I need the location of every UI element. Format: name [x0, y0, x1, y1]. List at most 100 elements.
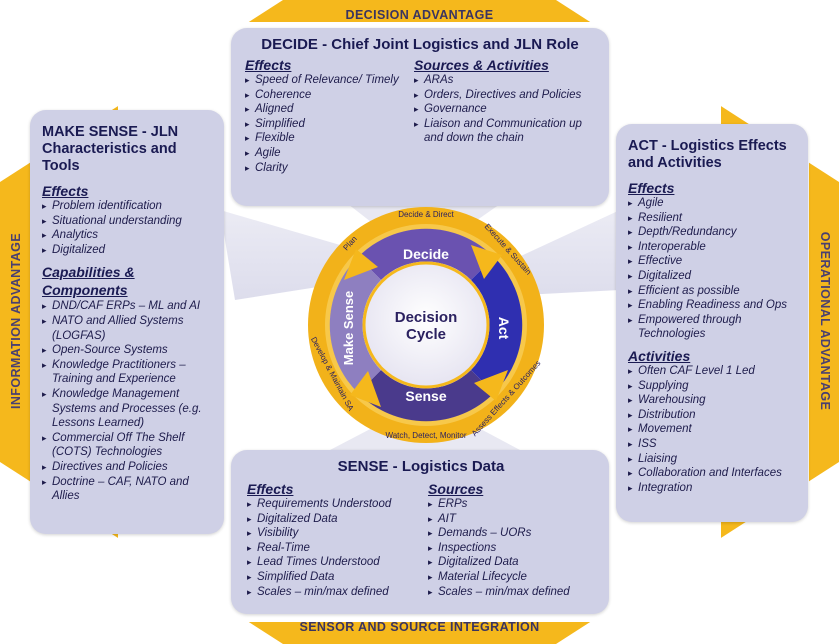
act-box: ACT - Logistics Effects and Activities E… — [616, 124, 808, 522]
list-item: Problem identification — [42, 199, 212, 214]
ring-label-watch: Watch, Detect, Monitor — [385, 431, 466, 440]
act-activities-heading: Activities — [628, 347, 691, 364]
list-item: AIT — [428, 512, 595, 527]
sense-sources-list: ERPs AIT Demands – UORs Inspections Digi… — [428, 497, 595, 599]
make-sense-title: MAKE SENSE - JLN Characteristics and Too… — [42, 124, 179, 174]
list-item: Often CAF Level 1 Led — [628, 364, 796, 379]
list-item: Warehousing — [628, 393, 796, 408]
list-item: Agile — [245, 146, 400, 161]
arrow-head-icon — [350, 371, 381, 407]
list-item: Movement — [628, 422, 796, 437]
banner-left: INFORMATION ADVANTAGE — [9, 233, 23, 409]
list-item: Simplified — [245, 117, 400, 132]
segment-sense-shape — [358, 370, 494, 422]
list-item: Clarity — [245, 161, 400, 176]
list-item: Inspections — [428, 541, 595, 556]
decide-effects-column: Effects Speed of Relevance/ Timely Coher… — [245, 57, 400, 175]
make-sense-effects-heading: Effects — [42, 183, 89, 199]
list-item: Digitalized Data — [247, 512, 412, 527]
decide-effects-list: Speed of Relevance/ Timely Coherence Ali… — [245, 73, 400, 175]
list-item: Effective — [628, 254, 796, 269]
sense-effects-heading: Effects — [247, 481, 294, 497]
list-item: Digitalized — [42, 243, 212, 258]
list-item: Orders, Directives and Policies — [414, 88, 594, 103]
list-item: Integration — [628, 481, 796, 496]
list-item: Interoperable — [628, 240, 796, 255]
decide-sources-list: ARAs Orders, Directives and Policies Gov… — [414, 73, 594, 146]
list-item: Scales – min/max defined — [428, 585, 595, 600]
list-item: Enabling Readiness and Ops — [628, 298, 796, 313]
sense-effects-list: Requirements Understood Digitalized Data… — [247, 497, 412, 599]
center-label-line1: Decision — [395, 309, 458, 326]
act-activities-list: Often CAF Level 1 Led Supplying Warehous… — [628, 364, 796, 495]
arrow-head-icon — [344, 249, 378, 280]
sense-title: SENSE - Logistics Data — [337, 458, 505, 475]
segment-sense-label: Sense — [405, 388, 446, 404]
list-item: Scales – min/max defined — [247, 585, 412, 600]
sense-box: SENSE - Logistics Data Effects Requireme… — [231, 450, 609, 614]
act-effects-list: Agile Resilient Depth/Redundancy Interop… — [628, 196, 796, 342]
list-item: Simplified Data — [247, 570, 412, 585]
list-item: Knowledge Management Systems and Process… — [42, 387, 212, 431]
decide-sources-column: Sources & Activities ARAs Orders, Direct… — [414, 57, 594, 175]
list-item: Real-Time — [247, 541, 412, 556]
make-sense-box: MAKE SENSE - JLN Characteristics and Too… — [30, 110, 224, 534]
list-item: Requirements Understood — [247, 497, 412, 512]
segment-act-shape — [471, 257, 523, 393]
segment-decide-label: Decide — [403, 246, 449, 262]
arrow-head-icon — [474, 370, 508, 401]
list-item: Governance — [414, 102, 594, 117]
list-item: Liaison and Communication up and down th… — [414, 117, 594, 146]
decide-box: DECIDE - Chief Joint Logistics and JLN R… — [231, 28, 609, 206]
list-item: Coherence — [245, 88, 400, 103]
list-item: Lead Times Understood — [247, 555, 412, 570]
arrow-head-icon — [471, 245, 502, 279]
sense-effects-column: Effects Requirements Understood Digitali… — [247, 481, 412, 599]
banner-bottom: SENSOR AND SOURCE INTEGRATION — [299, 620, 540, 634]
list-item: Digitalized — [628, 269, 796, 284]
sense-sources-column: Sources ERPs AIT Demands – UORs Inspecti… — [428, 481, 595, 599]
banner-top: DECISION ADVANTAGE — [345, 8, 494, 22]
decide-sources-heading: Sources & Activities — [414, 57, 549, 73]
list-item: Visibility — [247, 526, 412, 541]
list-item: Aligned — [245, 102, 400, 117]
ring-label-decide-direct: Decide & Direct — [398, 210, 454, 219]
list-item: Directives and Policies — [42, 460, 212, 475]
make-sense-effects-list: Problem identification Situational under… — [42, 199, 212, 257]
segment-decide-shape — [358, 228, 494, 280]
make-sense-capabilities-heading: Capabilities & Components — [42, 264, 135, 299]
list-item: Speed of Relevance/ Timely — [245, 73, 400, 88]
segment-make-sense-shape — [329, 257, 381, 393]
list-item: Agile — [628, 196, 796, 211]
list-item: Analytics — [42, 228, 212, 243]
list-item: Depth/Redundancy — [628, 225, 796, 240]
banner-right: OPERATIONAL ADVANTAGE — [818, 231, 832, 411]
list-item: Situational understanding — [42, 214, 212, 229]
decide-title: DECIDE - Chief Joint Logistics and JLN R… — [261, 36, 579, 53]
list-item: Collaboration and Interfaces — [628, 466, 796, 481]
center-label-line2: Cycle — [406, 326, 446, 343]
list-item: Efficient as possible — [628, 284, 796, 299]
list-item: Knowledge Practitioners – Training and E… — [42, 358, 212, 387]
list-item: DND/CAF ERPs – ML and AI — [42, 299, 212, 314]
decide-effects-heading: Effects — [245, 57, 292, 73]
center-circle — [362, 261, 490, 389]
list-item: ISS — [628, 437, 796, 452]
list-item: Liaising — [628, 452, 796, 467]
list-item: Open-Source Systems — [42, 343, 212, 358]
list-item: Material Lifecycle — [428, 570, 595, 585]
decision-cycle-wheel: Decision Cycle Decide Act Sense Make Sen… — [308, 207, 544, 443]
act-effects-heading: Effects — [628, 180, 675, 196]
list-item: Empowered through Technologies — [628, 313, 796, 342]
list-item: Demands – UORs — [428, 526, 595, 541]
list-item: Distribution — [628, 408, 796, 423]
segment-act-label: Act — [496, 317, 512, 340]
make-sense-capabilities-list: DND/CAF ERPs – ML and AI NATO and Allied… — [42, 299, 212, 503]
list-item: ARAs — [414, 73, 594, 88]
list-item: Resilient — [628, 211, 796, 226]
list-item: Flexible — [245, 131, 400, 146]
list-item: Supplying — [628, 379, 796, 394]
act-title: ACT - Logistics Effects and Activities — [628, 138, 787, 171]
segment-make-sense-label: Make Sense — [341, 291, 356, 365]
list-item: ERPs — [428, 497, 595, 512]
